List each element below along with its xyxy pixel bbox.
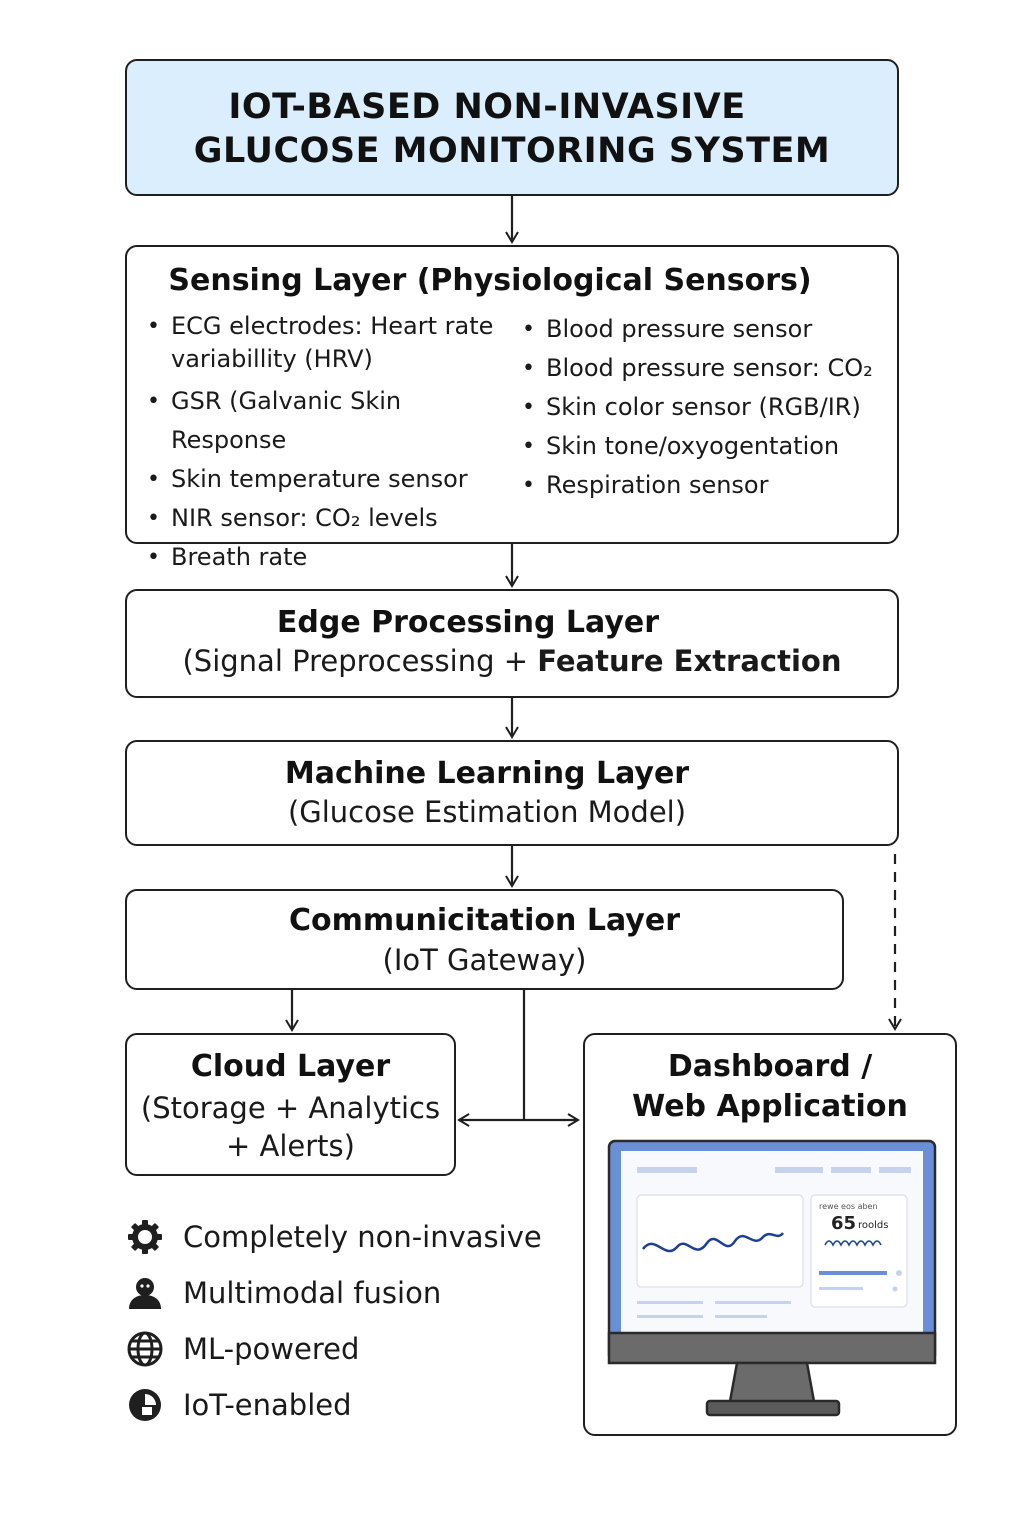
feature-label: IoT-enabled xyxy=(183,1388,352,1422)
ml-layer-subtitle: (Glucose Estimation Model) xyxy=(287,795,687,829)
title-line-1: IOT-BASED NON-INVASIVE xyxy=(228,87,746,127)
screen-unit: roolds xyxy=(858,1220,888,1231)
edge-sub-bold: Feature Extraction xyxy=(537,644,842,678)
cloud-layer-subtitle-1: (Storage + Analytics xyxy=(140,1091,441,1125)
ml-layer-box: Machine Learning Layer (Glucose Estimati… xyxy=(125,740,899,846)
gear-icon xyxy=(128,1220,162,1254)
ml-layer-heading: Machine Learning Layer xyxy=(284,756,690,791)
globe-icon xyxy=(127,1331,163,1367)
dashboard-box: Dashboard / Web Application rewe eos abe… xyxy=(583,1033,957,1436)
sensor-item: Blood pressure sensor xyxy=(522,310,892,349)
dashboard-heading-1: Dashboard / xyxy=(667,1049,873,1084)
feature-label: Completely non-invasive xyxy=(183,1220,542,1254)
feature-label: Multimodal fusion xyxy=(183,1276,442,1310)
edge-layer-heading: Edge Processing Layer xyxy=(276,605,660,640)
screen-value: 65 xyxy=(831,1213,856,1234)
person-icon xyxy=(129,1278,161,1309)
title-line-2: GLUCOSE MONITORING SYSTEM xyxy=(193,131,831,171)
sensing-layer-box: Sensing Layer (Physiological Sensors) EC… xyxy=(125,245,899,577)
cloud-layer-heading: Cloud Layer xyxy=(190,1049,391,1084)
feature-item: Multimodal fusion xyxy=(125,1269,545,1317)
sensor-item: NIR sensor: CO₂ levels xyxy=(147,499,517,538)
comm-layer-heading: Communicitation Layer xyxy=(289,903,680,938)
edge-sub-plain: (Signal Preprocessing + xyxy=(182,644,538,678)
pie-icon xyxy=(129,1389,161,1421)
sensor-list-right: Blood pressure sensor Blood pressure sen… xyxy=(522,310,892,505)
cloud-layer-box: Cloud Layer (Storage + Analytics + Alert… xyxy=(125,1033,456,1176)
feature-item: IoT-enabled xyxy=(125,1381,545,1429)
edge-layer-subtitle: (Signal Preprocessing + Feature Extracti… xyxy=(127,644,897,678)
sensor-item: Blood pressure sensor: CO₂ xyxy=(522,349,892,388)
feature-label: ML-powered xyxy=(183,1332,360,1366)
sensor-item: Skin color sensor (RGB/IR) xyxy=(522,388,892,427)
sensing-layer-heading: Sensing Layer (Physiological Sensors) xyxy=(168,263,812,298)
sensor-item: Breath rate xyxy=(147,538,517,577)
sensor-item: GSR (Galvanic Skin Response xyxy=(147,382,517,460)
comm-layer-subtitle: (IoT Gateway) xyxy=(382,943,587,977)
dashboard-heading-2: Web Application xyxy=(632,1089,908,1124)
sensor-item: Skin temperature sensor xyxy=(147,460,517,499)
sensor-item: Respiration sensor xyxy=(522,466,892,505)
feature-item: Completely non-invasive xyxy=(125,1213,545,1261)
cloud-layer-subtitle-2: + Alerts) xyxy=(226,1129,355,1163)
sensor-list-left: ECG electrodes: Heart rate variabillity … xyxy=(147,310,517,577)
edge-processing-layer-box: Edge Processing Layer (Signal Preprocess… xyxy=(125,589,899,698)
sensor-item: ECG electrodes: Heart rate variabillity … xyxy=(147,310,517,376)
sensor-item: Skin tone/oxyogentation xyxy=(522,427,892,466)
communication-layer-box: Communicitation Layer (IoT Gateway) xyxy=(125,889,844,990)
monitor-illustration: rewe eos aben 65 roolds xyxy=(607,1139,937,1417)
title-box: IOT-BASED NON-INVASIVE GLUCOSE MONITORIN… xyxy=(125,59,899,196)
screen-label: rewe eos aben xyxy=(819,1202,878,1211)
feature-item: ML-powered xyxy=(125,1325,545,1373)
